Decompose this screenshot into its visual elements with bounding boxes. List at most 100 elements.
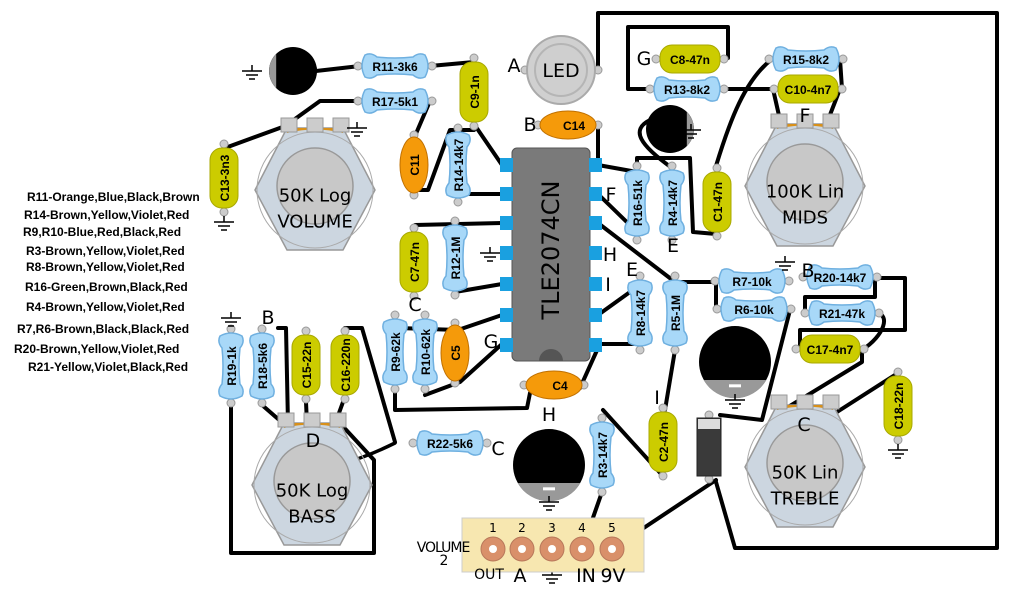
resistor-body: [772, 46, 840, 72]
pot-shaft: [273, 442, 351, 520]
electrolytic-label: C6-1uF: [277, 65, 318, 79]
lead: [469, 53, 479, 63]
ic-notch: [539, 349, 563, 361]
resistor-label: R6-10k: [734, 303, 774, 317]
resistor-body: [806, 264, 874, 290]
pot-value: 50K Log: [276, 481, 349, 502]
resistor-r13: R13-8k2: [645, 76, 729, 102]
lead: [784, 276, 794, 286]
point-label: A: [508, 55, 521, 77]
ic-pin-12: [589, 277, 602, 291]
resistor-body: [361, 88, 429, 114]
ic-pin-4: [500, 246, 513, 260]
ceramic-cap-c14: C14: [533, 110, 603, 140]
point-label: H: [542, 404, 556, 426]
film-cap-c13: C13-3n3: [209, 139, 239, 217]
film-cap-c8: C8-47n: [651, 44, 729, 74]
terminal-number: 2: [518, 521, 526, 535]
film-cap-c18: C18-22n: [883, 367, 913, 445]
lead: [420, 310, 430, 320]
lead: [712, 163, 722, 173]
lead: [219, 139, 229, 149]
ic-pin-2: [500, 308, 513, 322]
terminal-number: 5: [608, 521, 616, 535]
lead: [786, 304, 796, 314]
resistor-r17: R17-5k1: [353, 88, 437, 114]
electrolytic-cap-c19: C19-100uf: [513, 429, 585, 502]
resistor-body: [589, 421, 615, 489]
resistor-r9: R9-62k: [382, 310, 408, 394]
lead: [427, 96, 437, 106]
color-code-r9-r10: R9,R10-Blue,Red,Black,Red: [23, 225, 182, 239]
film-cap-c7: C7-47n: [399, 223, 429, 301]
resistor-label: R16-51k: [631, 180, 645, 226]
ground-icon: [221, 312, 241, 327]
lead: [257, 398, 267, 408]
ic-pin-11: [589, 246, 602, 260]
electrolytic-body: [269, 47, 317, 95]
lead: [420, 384, 430, 394]
film-cap-label: C9-1n: [468, 75, 482, 108]
film-cap-body: [799, 334, 861, 364]
polarity-stripe: [517, 483, 581, 502]
resistor-r3: R3-14k7: [589, 413, 615, 497]
resistor-body: [653, 76, 721, 102]
color-code-r11: R11-Orange,Blue,Black,Brown: [27, 190, 200, 204]
ic-pin-7: [500, 158, 513, 172]
resistor-body: [720, 296, 788, 322]
resistor-body: [361, 53, 429, 79]
lead: [353, 96, 363, 106]
lead: [670, 271, 680, 281]
film-cap-label: C17-4n7: [807, 343, 854, 357]
film-cap-c9: C9-1n: [459, 53, 489, 131]
terminal-number: 3: [548, 521, 556, 535]
ic-pin-1: [500, 338, 513, 352]
film-cap-body: [209, 147, 239, 209]
electrolytic-cap-c3: C3-100uf: [699, 326, 771, 399]
ic-pin-6: [500, 187, 513, 201]
resistor-r19: R19-1k: [218, 324, 244, 408]
film-cap-body: [883, 375, 913, 437]
resistor-r18: R18-5k6: [249, 324, 275, 408]
ceramic-cap-label: C11: [408, 154, 422, 176]
lead: [764, 54, 774, 64]
lead: [658, 471, 668, 481]
terminal-number: 1: [489, 521, 497, 535]
electrolytic-cap-c1: C1-1uf: [646, 105, 694, 153]
film-cap-label: C15-22n: [300, 342, 314, 389]
resistor-body: [412, 318, 438, 386]
resistor-body: [442, 224, 468, 292]
color-code-r8: R8-Brown,Yellow,Violet,Red: [26, 260, 185, 274]
color-code-r7-r6: R7,R6-Brown,Black,Black,Red: [17, 322, 190, 336]
pot-shaft: [276, 147, 354, 225]
resistor-r7: R7-10k: [710, 268, 794, 294]
point-label: H: [603, 244, 617, 266]
film-cap-body: [702, 171, 732, 233]
ground-icon: [480, 247, 500, 262]
color-code-r14: R14-Brown,Yellow,Violet,Red: [24, 208, 190, 222]
ic-pin-5: [500, 216, 513, 230]
ic-pin-13: [589, 308, 602, 322]
ic-pin-8: [589, 158, 602, 172]
terminal-9v-label: 9V: [600, 565, 625, 587]
resistor-body: [662, 279, 688, 347]
lead: [769, 84, 779, 94]
resistor-label: R5-1M: [669, 295, 683, 331]
pot-name: MIDS: [782, 208, 828, 229]
resistor-body: [416, 430, 484, 456]
pot-lug-base: [777, 124, 833, 129]
lead: [645, 84, 655, 94]
electrolytic-label: C19-100uf: [520, 450, 578, 464]
pot-name: TREBLE: [770, 489, 840, 510]
ceramic-cap-c11: C11: [399, 130, 429, 200]
resistor-body: [659, 169, 685, 237]
ceramic-cap-c5: C5: [440, 318, 470, 388]
resistor-r20: R20-14k7: [798, 264, 882, 290]
polarity-stripe: [269, 53, 277, 89]
film-cap-body: [330, 334, 360, 396]
resistor-r15: R15-8k2: [764, 46, 848, 72]
resistor-r12: R12-1M: [442, 216, 468, 300]
ic-tle2074cn: TLE2074CN: [500, 147, 602, 362]
